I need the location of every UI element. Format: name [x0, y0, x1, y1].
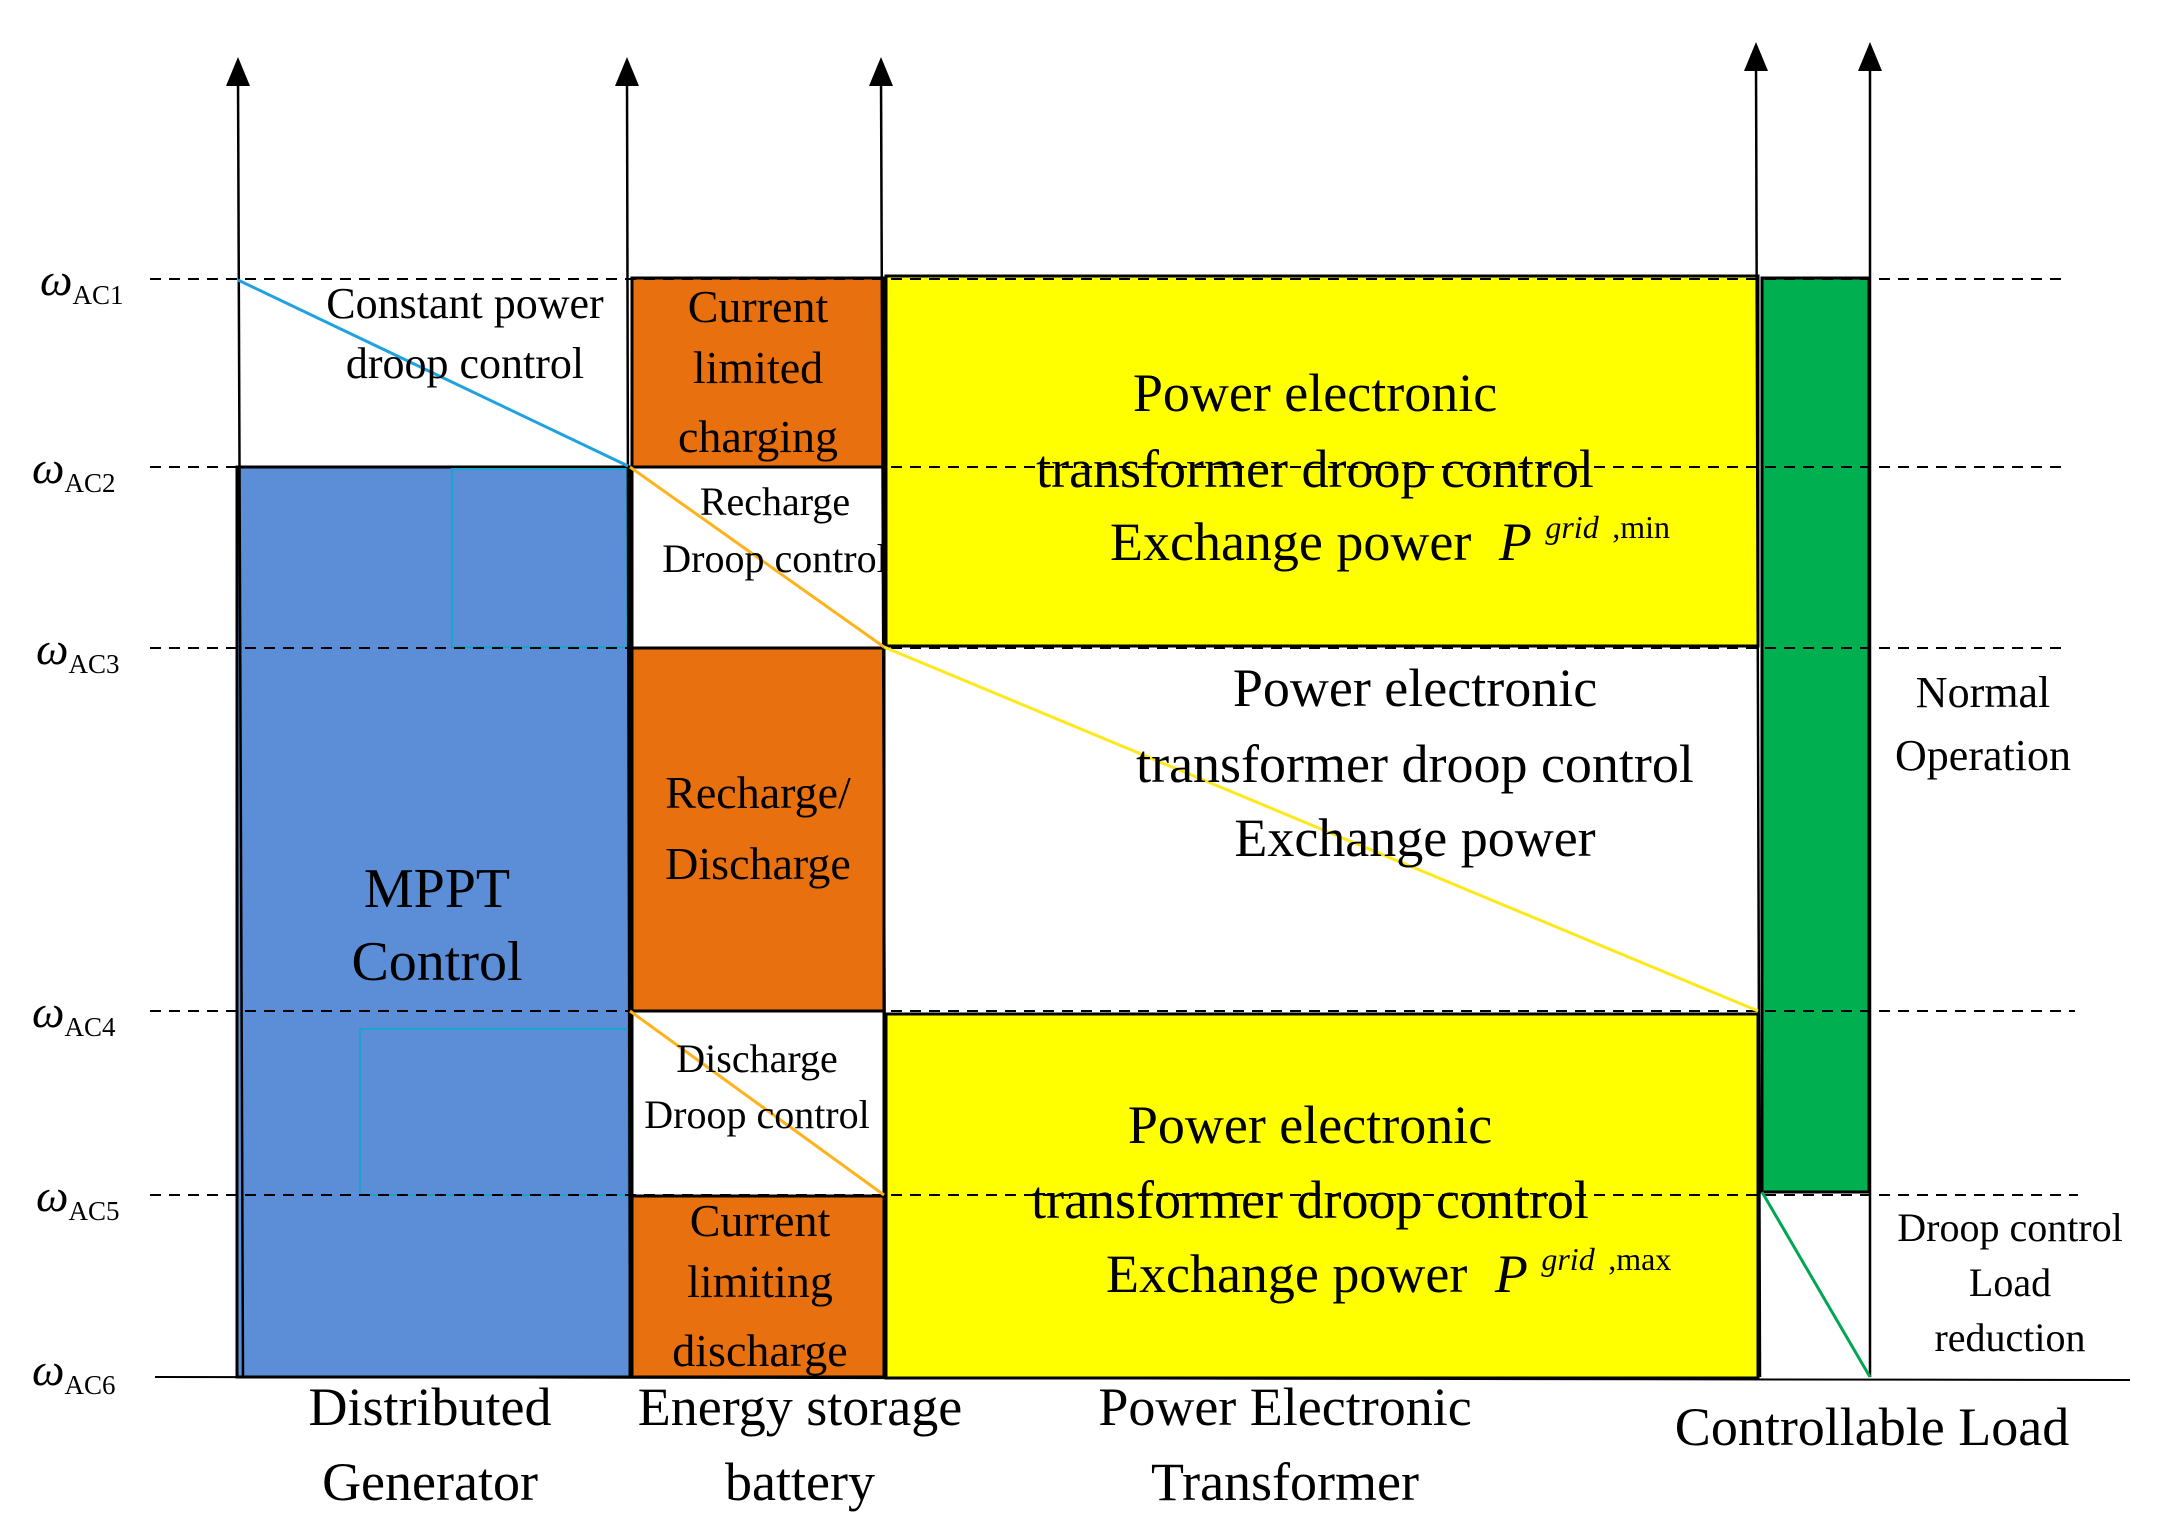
column-label-controllable-load: Controllable Load — [1675, 1397, 2069, 1457]
recharge-discharge-label-2: Discharge — [665, 838, 851, 889]
current-limited-label-3: charging — [678, 411, 838, 462]
pet-top-label-2: transformer droop control — [1036, 439, 1594, 499]
pet-mid-label-3: Exchange power — [1234, 808, 1595, 868]
omega-ac4-label: ωAC4 — [32, 986, 116, 1042]
battery-recharge-droop-line — [629, 465, 885, 649]
normal-operation-label-2: Operation — [1895, 731, 2071, 780]
pet-bottom-label-1: Power electronic — [1128, 1095, 1492, 1155]
battery-discharge-droop-line — [629, 1009, 885, 1197]
column-label-power-electronic-1: Power Electronic — [1098, 1377, 1471, 1437]
dg-constant-power-label-1: Constant power — [326, 279, 604, 328]
mppt-label-2: Control — [351, 931, 522, 993]
dg-droop-line — [237, 278, 629, 468]
discharge-droop-label-2: Droop control — [644, 1092, 870, 1137]
pet-bottom-label-3: Exchange power P grid ,max — [1106, 1222, 1671, 1304]
omega-ac3-label: ωAC3 — [36, 623, 120, 679]
discharge-droop-label-1: Discharge — [676, 1036, 837, 1081]
battery-current-limited-charging-region — [630, 276, 886, 469]
omega-labels: ωAC1 ωAC2 ωAC3 ωAC4 ωAC5 ωAC6 — [32, 254, 124, 1400]
column-label-power-electronic-2: Transformer — [1151, 1452, 1419, 1512]
battery-current-limiting-discharge-region — [630, 1194, 886, 1379]
current-limiting-label-3: discharge — [672, 1325, 847, 1376]
pet-top-region — [884, 274, 1760, 648]
axis-arrowheads — [226, 42, 1882, 86]
mppt-label-1: MPPT — [364, 858, 510, 920]
load-reduction-label-3: reduction — [1934, 1315, 2085, 1360]
pet-mid-label-2: transformer droop control — [1136, 734, 1694, 794]
mppt-region — [235, 465, 632, 1379]
column-label-distributed-generator-2: Generator — [322, 1452, 538, 1512]
column-label-energy-storage-2: battery — [725, 1452, 875, 1512]
dg-constant-power-label-2: droop control — [346, 339, 584, 388]
baseline — [154, 1376, 2131, 1381]
normal-operation-label-1: Normal — [1916, 668, 2050, 717]
pet-top-label-3: Exchange power P grid ,min — [1110, 490, 1670, 572]
omega-ac6-label: ωAC6 — [32, 1344, 116, 1400]
pet-bottom-label-2: transformer droop control — [1031, 1170, 1589, 1230]
omega-ac1-label: ωAC1 — [40, 254, 124, 310]
current-limiting-label-2: limiting — [687, 1256, 833, 1307]
load-reduction-label-2: Load — [1969, 1260, 2051, 1305]
load-reduction-label-1: Droop control — [1897, 1205, 2123, 1250]
column-label-distributed-generator-1: Distributed — [309, 1377, 552, 1437]
pet-mid-label-1: Power electronic — [1233, 658, 1597, 718]
battery-recharge-discharge-region — [630, 646, 886, 1013]
vertical-axes — [236, 59, 1872, 1378]
column-label-energy-storage-1: Energy storage — [638, 1377, 962, 1437]
current-limiting-label-1: Current — [690, 1195, 831, 1246]
omega-ac5-label: ωAC5 — [36, 1170, 120, 1226]
load-normal-operation-region — [1760, 276, 1871, 1194]
recharge-discharge-label-1: Recharge/ — [665, 767, 851, 818]
pet-top-label-1: Power electronic — [1133, 363, 1497, 423]
recharge-droop-label-1: Recharge — [700, 479, 850, 524]
recharge-droop-label-2: Droop control — [662, 536, 888, 581]
current-limited-label-2: limited — [693, 342, 823, 393]
omega-ac2-label: ωAC2 — [32, 442, 116, 498]
load-reduction-line — [1760, 1191, 1872, 1378]
current-limited-label-1: Current — [688, 281, 829, 332]
pet-droop-line — [883, 645, 1759, 1013]
